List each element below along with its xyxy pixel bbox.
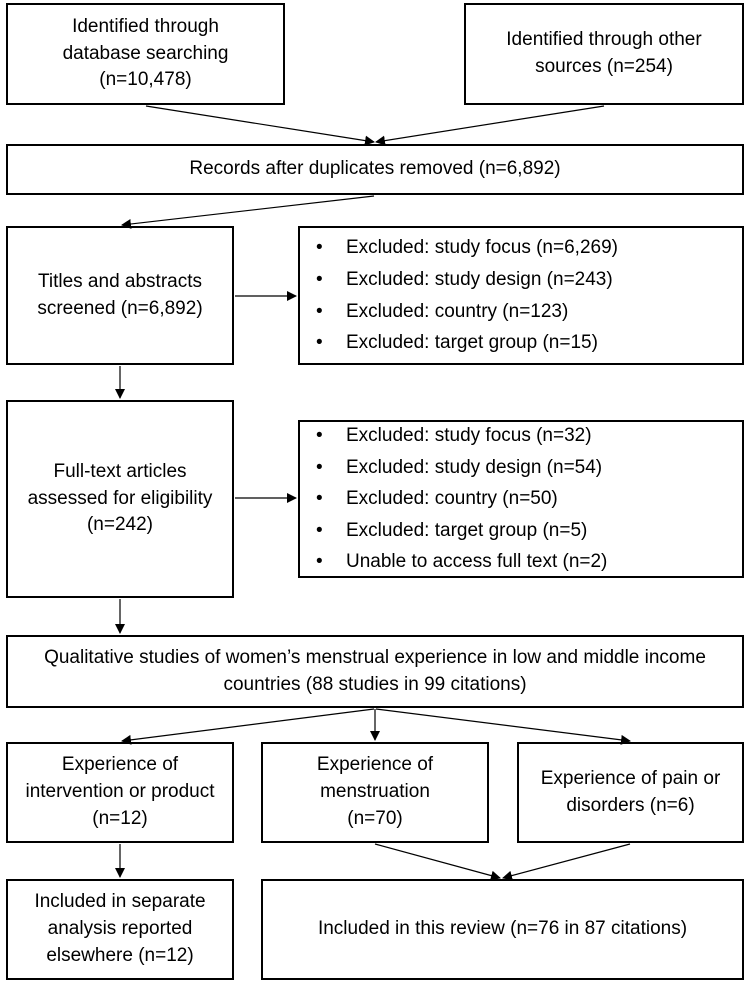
exclusion-item: Excluded: study focus (n=32) (312, 420, 607, 452)
exclusion-item: Unable to access full text (n=2) (312, 546, 607, 578)
exclusion-item: Excluded: country (n=50) (312, 483, 607, 515)
this-review-box: Included in this review (n=76 in 87 cita… (261, 879, 744, 980)
menstruation-experience-box: Experience of menstruation (n=70) (261, 742, 489, 843)
pain-experience-text: Experience of pain or disorders (n=6) (540, 767, 721, 816)
arrow-other-to-duplicates (375, 105, 605, 146)
separate-analysis-box: Included in separate analysis reported e… (6, 879, 234, 980)
menstruation-experience-text: Experience of menstruation (n=70) (316, 754, 434, 829)
arrow-qualitative-to-intervention (121, 708, 375, 745)
arrow-qualitative-to-pain (375, 708, 631, 745)
intervention-experience-text: Experience of intervention or product (n… (25, 754, 215, 829)
screening-exclusions-box: Excluded: study focus (n=6,269) Excluded… (298, 226, 744, 365)
other-sources-box: Identified through other sources (n=254) (464, 3, 744, 105)
database-search-text: Identified through database searching (n… (62, 15, 229, 91)
database-search-box: Identified through database searching (n… (6, 3, 285, 105)
eligibility-exclusions-list: Excluded: study focus (n=32) Excluded: s… (312, 420, 607, 578)
duplicates-removed-text: Records after duplicates removed (n=6,89… (189, 158, 561, 180)
eligibility-text: Full-text articles assessed for eligibil… (27, 460, 213, 536)
arrow-menstruation-to-review (374, 843, 501, 881)
this-review-text: Included in this review (n=76 in 87 cita… (317, 918, 688, 940)
qualitative-studies-box: Qualitative studies of women’s menstrual… (6, 635, 744, 708)
duplicates-removed-box: Records after duplicates removed (n=6,89… (6, 144, 744, 195)
exclusion-item: Excluded: study design (n=54) (312, 452, 607, 484)
eligibility-box: Full-text articles assessed for eligibil… (6, 400, 234, 598)
qualitative-studies-text: Qualitative studies of women’s menstrual… (44, 646, 706, 695)
screening-box: Titles and abstracts screened (n=6,892) (6, 226, 234, 365)
arrow-duplicates-to-screening (121, 195, 375, 229)
other-sources-text: Identified through other sources (n=254) (506, 29, 702, 77)
screening-exclusions-list: Excluded: study focus (n=6,269) Excluded… (312, 232, 618, 358)
exclusion-item: Excluded: target group (n=15) (312, 327, 618, 359)
pain-experience-box: Experience of pain or disorders (n=6) (517, 742, 744, 843)
exclusion-item: Excluded: target group (n=5) (312, 515, 607, 547)
eligibility-exclusions-box: Excluded: study focus (n=32) Excluded: s… (298, 420, 744, 578)
arrow-database-to-duplicates (145, 105, 375, 146)
exclusion-item: Excluded: country (n=123) (312, 296, 618, 328)
exclusion-item: Excluded: study focus (n=6,269) (312, 232, 618, 264)
arrow-pain-to-review (502, 843, 631, 881)
exclusion-item: Excluded: study design (n=243) (312, 264, 618, 296)
intervention-experience-box: Experience of intervention or product (n… (6, 742, 234, 843)
screening-text: Titles and abstracts screened (n=6,892) (37, 270, 203, 319)
separate-analysis-text: Included in separate analysis reported e… (34, 891, 206, 966)
